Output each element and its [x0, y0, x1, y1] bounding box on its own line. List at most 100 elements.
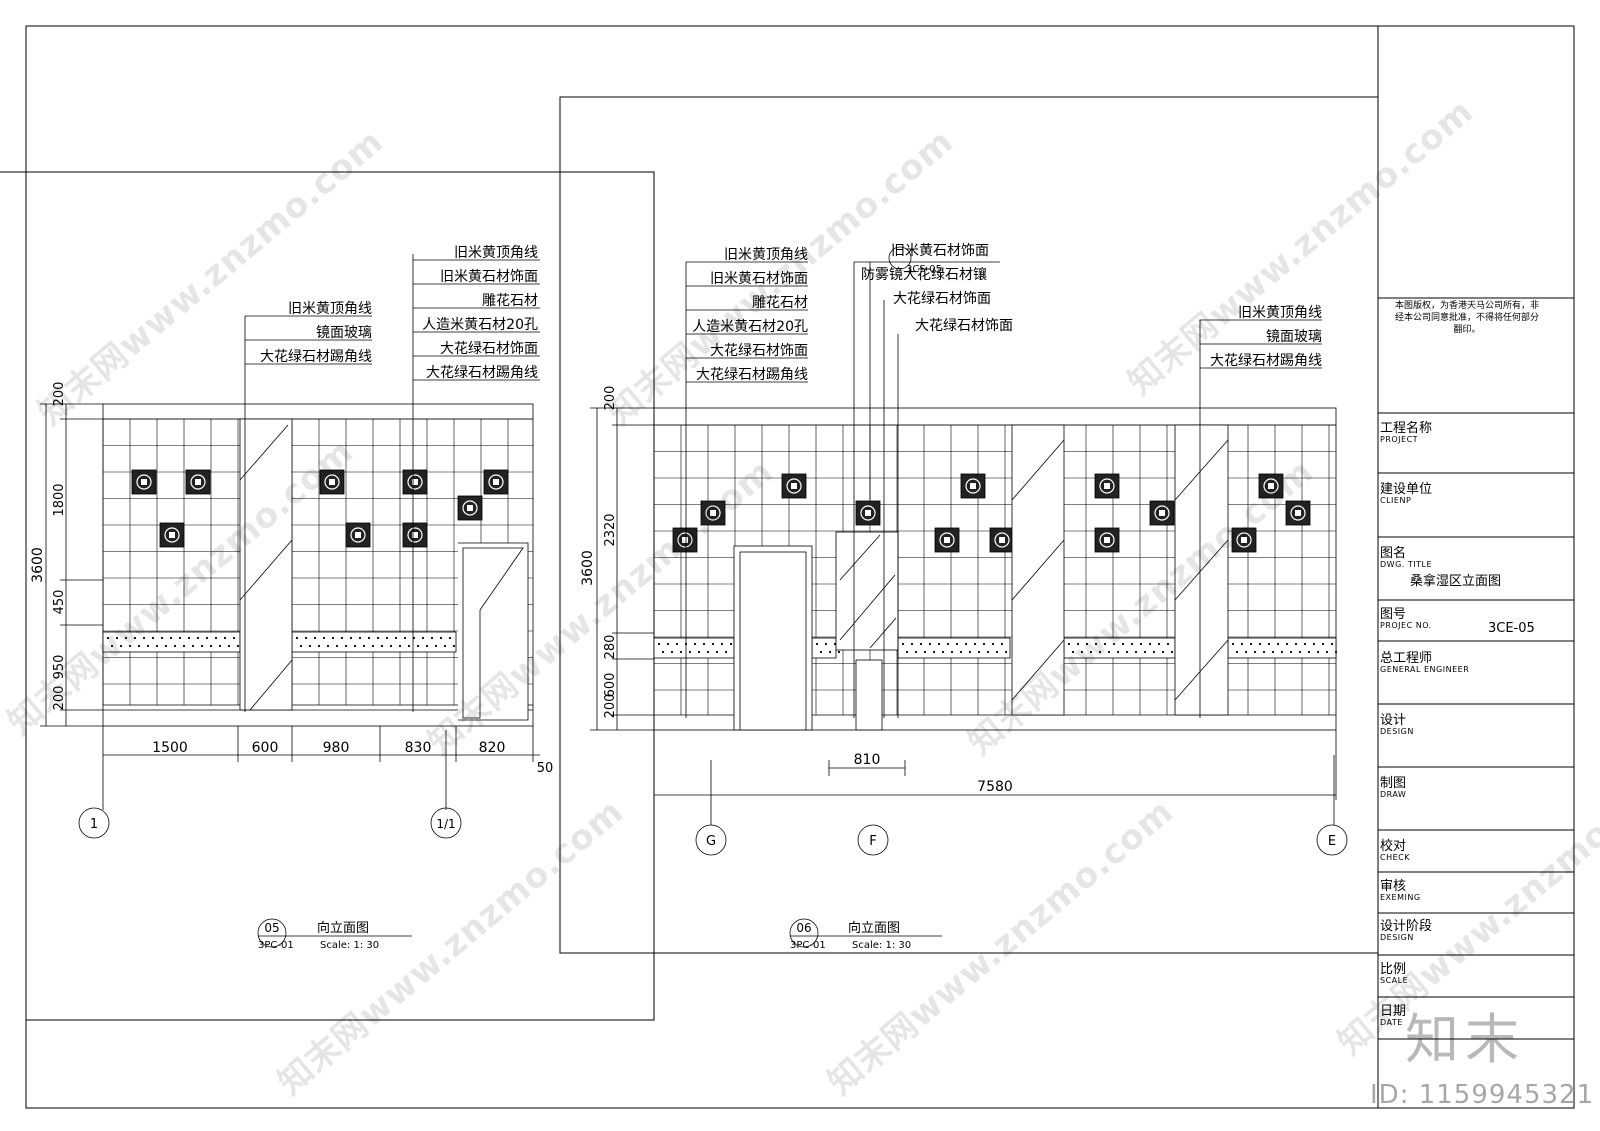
band-dot: [407, 644, 411, 648]
ornament-center: [355, 532, 361, 538]
band-dot: [1071, 650, 1075, 654]
band-dot: [367, 636, 371, 640]
band-dot: [227, 644, 231, 648]
ornament-ring: [786, 478, 802, 494]
e05-callout-right-6: 大花绿石材踢角线: [426, 365, 538, 381]
band-dot: [815, 642, 819, 646]
title-block-label-en: DESIGN: [1380, 933, 1414, 942]
title-block-label: 设计: [1380, 713, 1407, 728]
band-dot: [1000, 642, 1004, 646]
band-dot: [1285, 642, 1289, 646]
band-dot: [946, 642, 950, 646]
ornament-ring: [1099, 478, 1115, 494]
band-dot: [295, 636, 299, 640]
band-dot: [697, 650, 701, 654]
elevation-05: [40, 254, 540, 948]
band-dot: [1103, 642, 1107, 646]
band-dot: [1134, 650, 1138, 654]
band-dot: [1294, 642, 1298, 646]
band-dot: [421, 636, 425, 640]
band-dot: [955, 642, 959, 646]
band-dot: [385, 636, 389, 640]
e06-total-height: 3600: [580, 550, 596, 586]
band-dot: [1258, 642, 1262, 646]
band-dot: [910, 642, 914, 646]
ornament-center: [169, 532, 175, 538]
ornament-ring: [407, 527, 423, 543]
perforated-band: [897, 637, 1011, 659]
panel-hatch: [1011, 639, 1065, 701]
band-dot: [657, 642, 661, 646]
band-dot: [923, 650, 927, 654]
band-dot: [169, 636, 173, 640]
brand-logo: 知末: [1405, 1008, 1525, 1071]
title-block-label: 校对: [1380, 839, 1407, 854]
band-dot: [720, 642, 724, 646]
ornament-center: [195, 479, 201, 485]
ornament-ring: [939, 532, 955, 548]
title-block-label-en: CLIENP: [1380, 496, 1412, 505]
band-dot: [666, 642, 670, 646]
band-dot: [1325, 650, 1329, 654]
band-dot: [394, 636, 398, 640]
e06-label-ref: 3PC-01: [790, 940, 826, 951]
band-dot: [702, 642, 706, 646]
ornament-center: [682, 537, 688, 543]
title-block-label: 图名: [1380, 546, 1407, 561]
e06-mid-ref: 3CS-05: [906, 264, 942, 275]
e06-dim-total: 7580: [977, 779, 1013, 795]
e05-vdim-1: 200: [52, 382, 67, 407]
band-dot: [661, 650, 665, 654]
ornament-center: [412, 479, 418, 485]
ornament-ring: [190, 474, 206, 490]
title-block-label-en: PROJECT: [1380, 435, 1419, 444]
e06-vdim-4: 600: [603, 673, 618, 698]
band-dot: [1161, 650, 1165, 654]
e06-grid-f: F: [869, 834, 876, 849]
e05-callout-left-3: 大花绿石材踢角线: [260, 349, 372, 365]
ornament-tile: [345, 522, 371, 548]
e05-callout-right-2: 旧米黄石材饰面: [440, 268, 538, 285]
ornament-center: [493, 479, 499, 485]
title-block-label: 制图: [1380, 776, 1407, 791]
band-dot: [398, 644, 402, 648]
ornament-ring: [1236, 532, 1252, 548]
ornament-ring: [860, 505, 876, 521]
band-dot: [1116, 650, 1120, 654]
band-dot: [173, 644, 177, 648]
band-dot: [1231, 642, 1235, 646]
panel-hatch: [1011, 439, 1065, 501]
e06-callout-left-2: 旧米黄石材饰面: [710, 270, 808, 287]
e06-callout-left-6: 大花绿石材踢角线: [696, 367, 808, 383]
band-dot: [205, 636, 209, 640]
band-dot: [434, 644, 438, 648]
ornament-ring: [488, 474, 504, 490]
title-block-label-en: DATE: [1380, 1018, 1403, 1027]
perforated-band: [653, 637, 735, 659]
title-block-label: 建设单位: [1380, 482, 1433, 497]
band-dot: [106, 636, 110, 640]
band-dot: [964, 642, 968, 646]
band-dot: [1076, 642, 1080, 646]
band-dot: [358, 636, 362, 640]
band-dot: [729, 642, 733, 646]
ornament-ring: [164, 527, 180, 543]
band-dot: [331, 636, 335, 640]
band-dot: [430, 636, 434, 640]
ornament-center: [1295, 510, 1301, 516]
band-dot: [1253, 650, 1257, 654]
e06-callout-mid-2: 防雾镜大花绿石材镶: [861, 266, 987, 283]
band-dot: [905, 650, 909, 654]
ornament-center: [999, 537, 1005, 543]
band-dot: [937, 642, 941, 646]
band-dot: [1235, 650, 1239, 654]
band-dot: [380, 644, 384, 648]
ornament-center: [791, 483, 797, 489]
band-dot: [675, 642, 679, 646]
e06-callout-right-2: 镜面玻璃: [1266, 328, 1322, 345]
band-dot: [196, 636, 200, 640]
e05-hdim-3: 980: [323, 740, 350, 756]
